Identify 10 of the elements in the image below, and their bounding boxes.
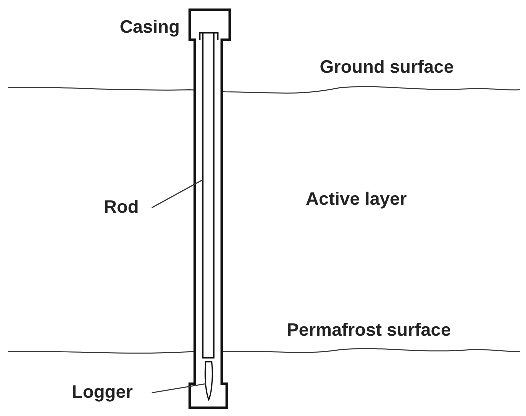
leader-line — [152, 180, 204, 208]
leader-line — [152, 384, 206, 394]
layer-label: Ground surface — [320, 56, 454, 78]
layer-label: Permafrost surface — [287, 319, 452, 341]
part-label: Logger — [72, 381, 133, 403]
layer-label: Active layer — [306, 188, 408, 210]
part-label: Casing — [120, 16, 180, 38]
logger — [204, 361, 214, 401]
part-label: Rod — [104, 196, 139, 218]
rod — [202, 32, 215, 359]
